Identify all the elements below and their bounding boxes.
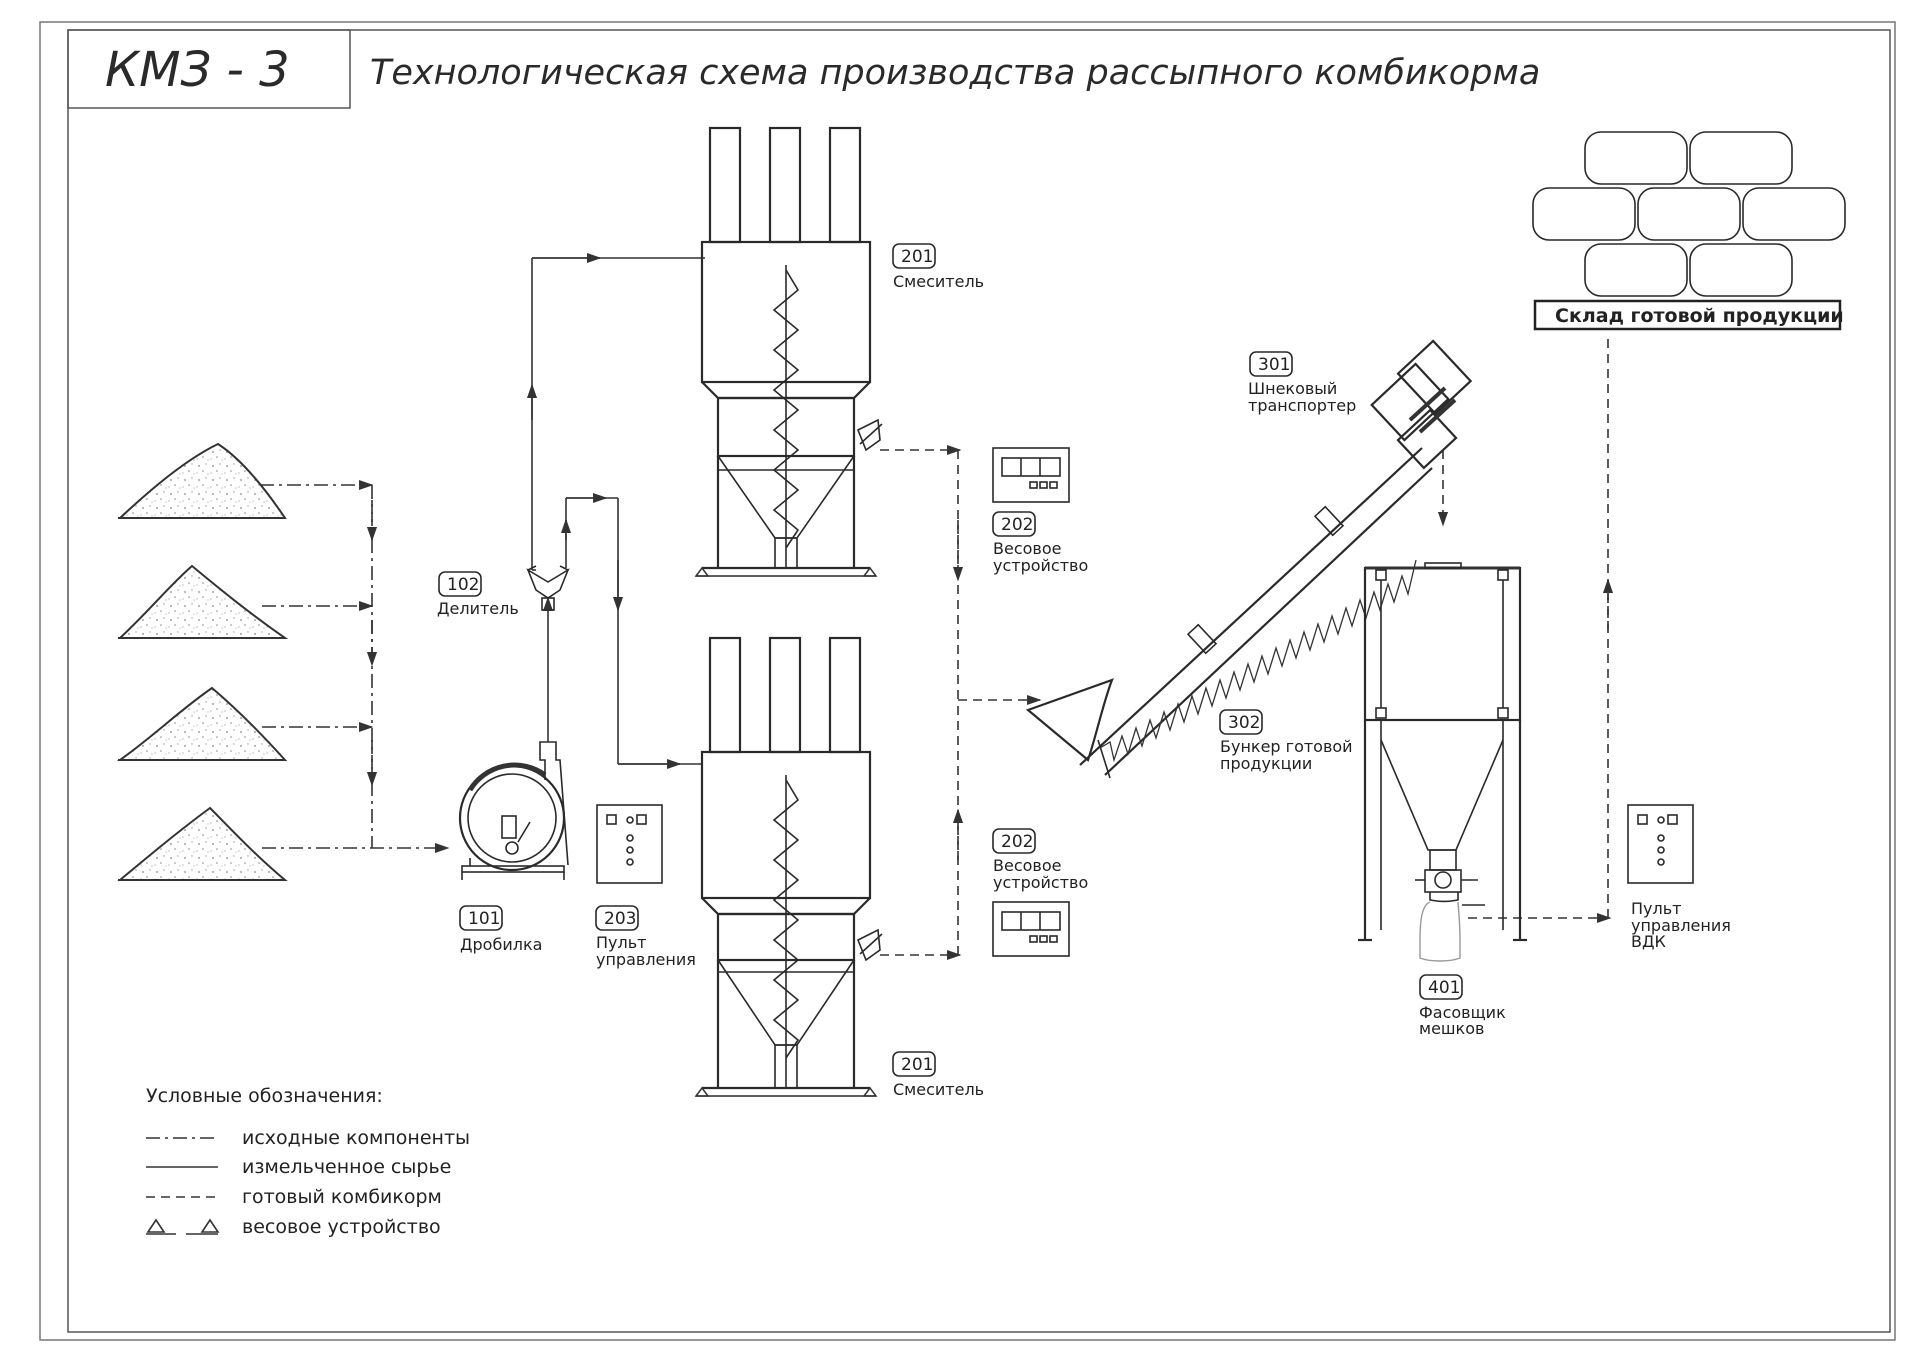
divider-num: 102 bbox=[447, 575, 479, 595]
scale-top-label-2: устройство bbox=[993, 556, 1088, 575]
screw-conveyor-301 bbox=[1025, 339, 1473, 779]
raw-material-pile bbox=[117, 564, 289, 639]
warehouse-bags bbox=[1532, 131, 1846, 331]
bunker-num: 302 bbox=[1228, 713, 1260, 733]
bunker-label-1: Бункер готовой bbox=[1220, 737, 1353, 756]
warehouse-label-box bbox=[1533, 299, 1842, 331]
product-bunker-302 bbox=[1358, 562, 1527, 942]
screw-conveyor-num: 301 bbox=[1258, 355, 1290, 375]
scale-bottom-label-2: устройство bbox=[993, 873, 1088, 892]
screw-conveyor-label-1: Шнековый bbox=[1248, 379, 1337, 398]
scale-top-num: 202 bbox=[1001, 515, 1033, 535]
mixer-top-201 bbox=[694, 126, 883, 577]
labels: 201 Смеситель 201 Смеситель 102 Делитель… bbox=[437, 243, 1844, 1099]
mixer-bottom-label: Смеситель bbox=[893, 1080, 984, 1099]
crusher-label: Дробилка bbox=[460, 935, 542, 954]
scale-top-label-1: Весовое bbox=[993, 539, 1061, 558]
legend: Условные обозначения: исходные компонент… bbox=[146, 1085, 470, 1238]
scale-bottom-label-1: Весовое bbox=[993, 856, 1061, 875]
legend-item-1: исходные компоненты bbox=[242, 1127, 470, 1149]
legend-item-4: весовое устройство bbox=[242, 1216, 441, 1238]
crusher-num: 101 bbox=[468, 909, 500, 929]
control-panel-label-2: управления bbox=[596, 950, 696, 969]
control-panel-203 bbox=[596, 804, 663, 884]
legend-item-2: измельченное сырье bbox=[242, 1156, 451, 1178]
divider-label: Делитель bbox=[437, 599, 519, 618]
mixer-bottom-201 bbox=[694, 636, 883, 1097]
flow-raw-components bbox=[260, 479, 450, 854]
vdk-label-1: Пульт bbox=[1631, 899, 1681, 918]
bag-filler-label-2: мешков bbox=[1419, 1019, 1484, 1038]
flow-ready-feed bbox=[880, 338, 1614, 961]
legend-item-3: готовый комбикорм bbox=[242, 1186, 442, 1208]
scale-bottom-num: 202 bbox=[1001, 832, 1033, 852]
bag-filler-label-1: Фасовщик bbox=[1419, 1003, 1506, 1022]
bag-filler-num: 401 bbox=[1428, 978, 1460, 998]
crusher-101 bbox=[458, 741, 569, 880]
raw-material-pile bbox=[117, 806, 288, 881]
raw-material-pile bbox=[117, 442, 287, 519]
screw-conveyor-label-2: транспортер bbox=[1248, 396, 1356, 415]
legend-swatch-scale-icon bbox=[146, 1218, 220, 1235]
sheet-frame bbox=[39, 21, 1896, 1341]
header: КМЗ - 3 Технологическая схема производст… bbox=[67, 29, 1540, 109]
scheme-code: КМЗ - 3 bbox=[105, 42, 290, 98]
flow-crushed-material bbox=[526, 252, 705, 770]
bunker-label-2: продукции bbox=[1220, 754, 1312, 773]
scale-device-202-bottom bbox=[992, 901, 1070, 957]
legend-title: Условные обозначения: bbox=[146, 1085, 383, 1107]
mixer-bottom-num: 201 bbox=[901, 1055, 933, 1075]
vdk-label-3: ВДК bbox=[1631, 932, 1666, 951]
scale-device-202-top bbox=[992, 447, 1070, 503]
vdk-label-2: управления bbox=[1631, 916, 1731, 935]
mixer-top-label: Смеситель bbox=[893, 272, 984, 291]
bag-filler-401 bbox=[1415, 849, 1485, 962]
warehouse-label: Склад готовой продукции bbox=[1555, 305, 1844, 327]
scheme-title: Технологическая схема производства рассы… bbox=[370, 53, 1540, 93]
vdk-control-panel bbox=[1627, 804, 1694, 884]
raw-material-piles bbox=[116, 442, 289, 881]
mixer-top-num: 201 bbox=[901, 247, 933, 267]
raw-material-pile bbox=[116, 686, 288, 761]
control-panel-num: 203 bbox=[604, 909, 636, 929]
divider-102 bbox=[526, 565, 570, 611]
code-box bbox=[67, 29, 351, 109]
control-panel-label-1: Пульт bbox=[596, 933, 646, 952]
